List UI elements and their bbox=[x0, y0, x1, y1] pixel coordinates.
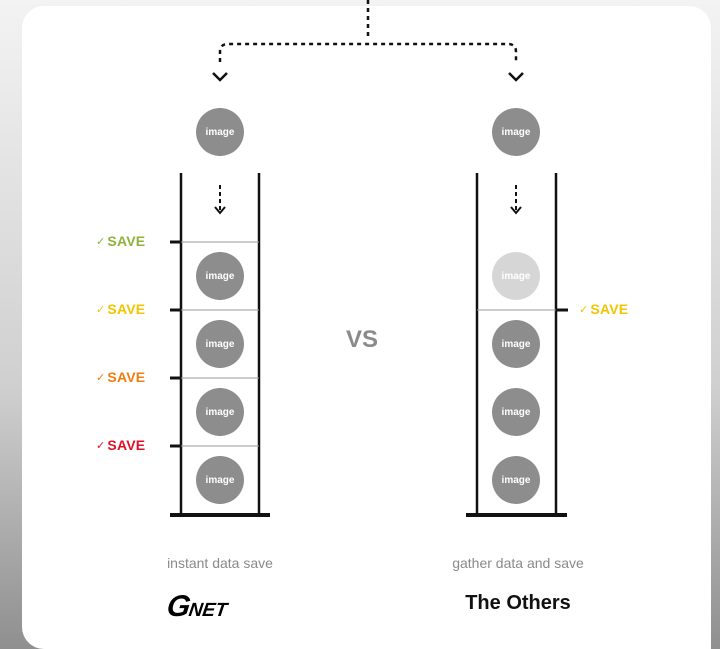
save-label-yellow-right: ✓ SAVE bbox=[579, 301, 628, 317]
arrow-left-top bbox=[212, 72, 228, 82]
save-label-red: ✓ SAVE bbox=[96, 437, 145, 453]
image-circle-pending: image bbox=[492, 252, 540, 300]
save-text: SAVE bbox=[107, 233, 146, 249]
save-text: SAVE bbox=[107, 437, 146, 453]
save-text: SAVE bbox=[590, 301, 629, 317]
right-caption: gather data and save bbox=[452, 555, 584, 571]
vs-label: VS bbox=[346, 326, 379, 353]
image-circle: image bbox=[196, 320, 244, 368]
others-brand: The Others bbox=[465, 592, 571, 614]
gnet-logo-rest: NET bbox=[187, 600, 229, 621]
image-circle: image bbox=[196, 456, 244, 504]
image-circle: image bbox=[196, 252, 244, 300]
save-label-green: ✓ SAVE bbox=[96, 233, 145, 249]
left-inner-arrow-head bbox=[214, 206, 226, 215]
left-caption: instant data save bbox=[167, 555, 273, 571]
check-icon: ✓ bbox=[96, 371, 106, 384]
save-label-orange: ✓ SAVE bbox=[96, 369, 145, 385]
image-circle: image bbox=[492, 388, 540, 436]
image-circle: image bbox=[196, 108, 244, 156]
check-icon: ✓ bbox=[96, 439, 106, 452]
image-circle: image bbox=[196, 388, 244, 436]
image-circle: image bbox=[492, 456, 540, 504]
image-circle: image bbox=[492, 320, 540, 368]
right-inner-arrow-head bbox=[510, 206, 522, 215]
right-tube bbox=[466, 173, 568, 517]
top-arrows bbox=[212, 72, 524, 82]
arrow-right-top bbox=[508, 72, 524, 82]
top-connector bbox=[218, 0, 518, 62]
check-icon: ✓ bbox=[96, 235, 106, 248]
left-tube bbox=[170, 173, 270, 517]
comparison-card bbox=[22, 6, 711, 649]
image-circle: image bbox=[492, 108, 540, 156]
save-text: SAVE bbox=[107, 369, 146, 385]
save-text: SAVE bbox=[107, 301, 146, 317]
save-label-yellow: ✓ SAVE bbox=[96, 301, 145, 317]
connector-branch bbox=[218, 42, 518, 62]
gnet-logo: GNET bbox=[165, 590, 230, 624]
check-icon: ✓ bbox=[96, 303, 106, 316]
check-icon: ✓ bbox=[579, 303, 589, 316]
